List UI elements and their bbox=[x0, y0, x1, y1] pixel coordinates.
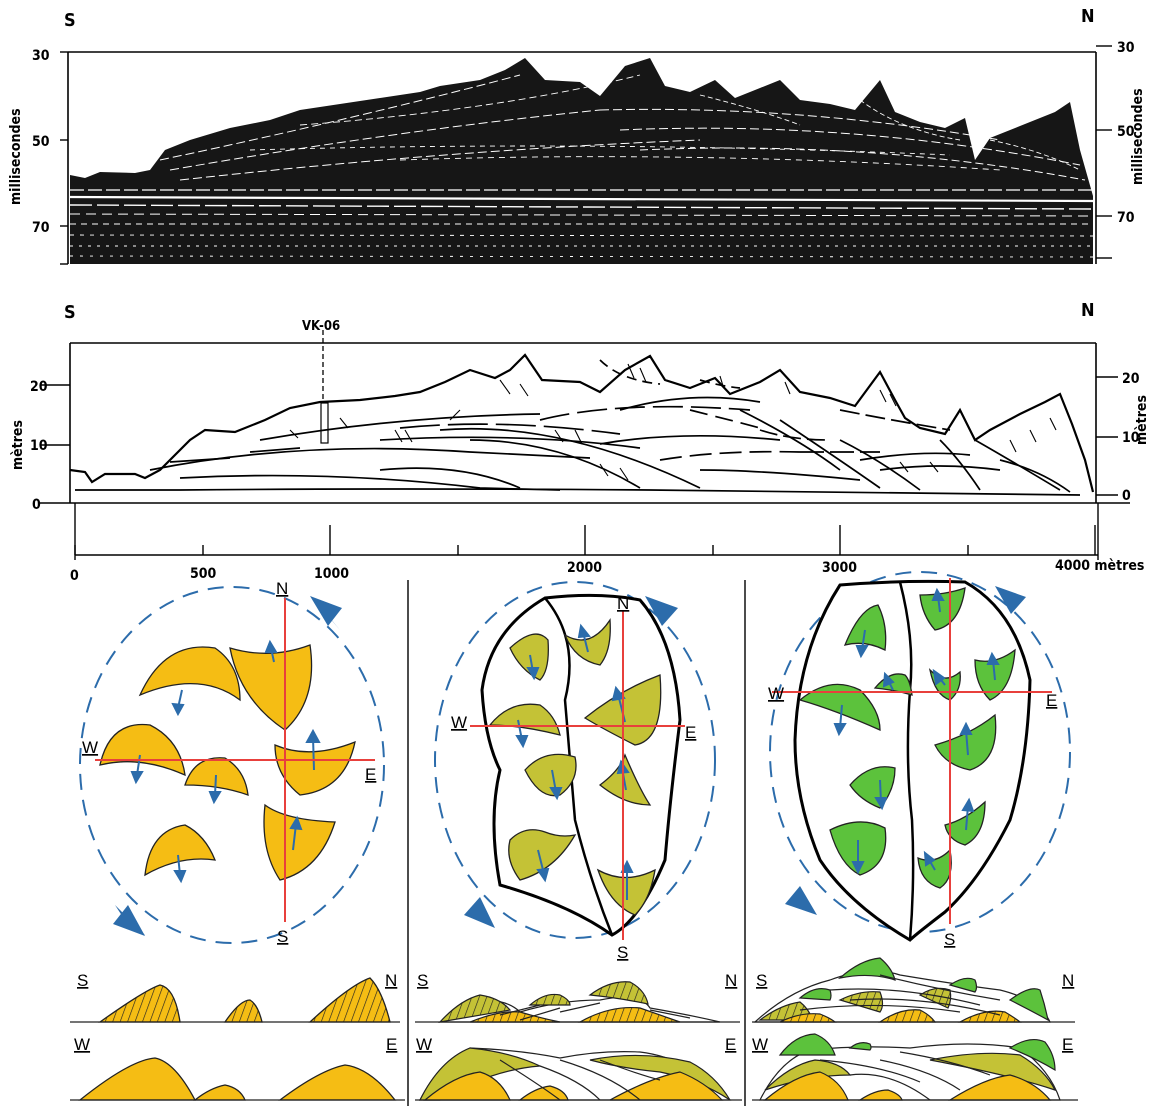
seismic-south-label: S bbox=[64, 10, 76, 31]
interp-tick-20-left: 20 bbox=[30, 379, 48, 395]
panel1-sn-profile bbox=[97, 977, 391, 1023]
panel3-we-profile bbox=[759, 1033, 1061, 1101]
interpretation-profile: S N VK-06 bbox=[10, 300, 1150, 513]
seismic-reflectors bbox=[69, 74, 1094, 258]
interp-south-label: S bbox=[64, 302, 76, 323]
panel3-profile1-right: N bbox=[1062, 971, 1074, 990]
interp-axis-label-left: mètres bbox=[10, 420, 26, 470]
panel3-profile2-left: W bbox=[752, 1035, 768, 1054]
seismic-tick-70-right: 70 bbox=[1117, 210, 1135, 226]
interp-tick-0-right: 0 bbox=[1122, 488, 1131, 504]
panel1-profile1-right: N bbox=[385, 971, 397, 990]
seismic-tick-30-right: 30 bbox=[1117, 40, 1135, 56]
distance-axis: 0 500 1000 2000 3000 4000 mètres bbox=[70, 503, 1144, 584]
stage-panel-1: N S W E S N W E bbox=[70, 579, 405, 1101]
panel1-west-label: W bbox=[82, 738, 98, 757]
panel2-north-label: N bbox=[617, 594, 629, 613]
panel1-south-label: S bbox=[277, 927, 288, 946]
panel2-profile2-right: E bbox=[725, 1035, 736, 1054]
interp-axis-label-right: mètres bbox=[1134, 395, 1150, 445]
barchan-dunes-yellow bbox=[99, 644, 356, 881]
distance-tick-3000: 3000 bbox=[822, 560, 857, 576]
distance-tick-0: 0 bbox=[70, 568, 79, 584]
panel3-profile1-left: S bbox=[756, 971, 767, 990]
seismic-tick-50-right: 50 bbox=[1117, 124, 1135, 140]
panel2-east-label: E bbox=[685, 723, 696, 742]
panel2-profile1-right: N bbox=[725, 971, 737, 990]
panel2-sn-profile bbox=[438, 981, 721, 1023]
interp-tick-20-right: 20 bbox=[1122, 371, 1140, 387]
rotation-arrow-icon bbox=[995, 586, 1026, 614]
interp-foreset-ticks bbox=[289, 363, 1057, 481]
interp-tick-10-right: 10 bbox=[1122, 430, 1140, 446]
stage-panel-2: N S W E S N W E bbox=[415, 581, 742, 1101]
panel2-we-profile bbox=[419, 1047, 732, 1101]
rotation-arrow-icon bbox=[645, 596, 678, 626]
rotation-arrow-icon bbox=[464, 897, 495, 928]
panel3-east-label: E bbox=[1046, 691, 1057, 710]
barchan-dunes-green bbox=[798, 587, 1016, 889]
core-vk06-label: VK-06 bbox=[302, 319, 340, 334]
panel1-profile1-left: S bbox=[77, 971, 88, 990]
seismic-reflection-body bbox=[70, 58, 1093, 264]
seismic-tick-70-left: 70 bbox=[32, 220, 50, 236]
panel2-west-label: W bbox=[451, 713, 467, 732]
panel1-profile2-left: W bbox=[74, 1035, 90, 1054]
interp-north-label: N bbox=[1081, 300, 1095, 321]
seismic-axis-label-left: millisecondes bbox=[8, 108, 24, 205]
panel3-south-label: S bbox=[944, 930, 955, 949]
interp-bedding-lines bbox=[75, 359, 1081, 496]
stage-panel-3: S W E S N W E bbox=[752, 571, 1078, 1101]
panel1-north-label: N bbox=[276, 579, 288, 598]
distance-tick-500: 500 bbox=[190, 566, 217, 582]
rotation-arrow-icon bbox=[785, 886, 817, 915]
seismic-axis-label-right: millisecondes bbox=[1130, 88, 1146, 185]
seismic-north-label: N bbox=[1081, 6, 1095, 27]
panel3-sn-profile bbox=[753, 957, 1051, 1023]
distance-tick-1000: 1000 bbox=[314, 566, 349, 582]
panel1-we-profile bbox=[78, 1057, 397, 1101]
panel1-east-label: E bbox=[365, 765, 376, 784]
distance-tick-2000: 2000 bbox=[567, 560, 602, 576]
rotation-arrow-icon bbox=[113, 905, 145, 936]
seismic-tick-50-left: 50 bbox=[32, 134, 50, 150]
dune-migration-arrows bbox=[130, 639, 321, 884]
panel2-profile1-left: S bbox=[417, 971, 428, 990]
panel2-profile2-left: W bbox=[416, 1035, 432, 1054]
panel2-south-label: S bbox=[617, 943, 628, 962]
rotation-arrow-icon bbox=[310, 596, 342, 626]
distance-tick-4000: 4000 mètres bbox=[1055, 558, 1144, 574]
interp-tick-0-left: 0 bbox=[32, 497, 41, 513]
interp-surface-line bbox=[69, 353, 1095, 493]
panel1-profile2-right: E bbox=[386, 1035, 397, 1054]
panel3-profile2-right: E bbox=[1062, 1035, 1073, 1054]
seismic-tick-30-left: 30 bbox=[32, 48, 50, 64]
panel3-west-label: W bbox=[768, 684, 784, 703]
seismic-profile: S N bbox=[8, 6, 1146, 265]
dune-migration-arrows bbox=[833, 587, 1000, 875]
interp-tick-10-left: 10 bbox=[30, 438, 48, 454]
